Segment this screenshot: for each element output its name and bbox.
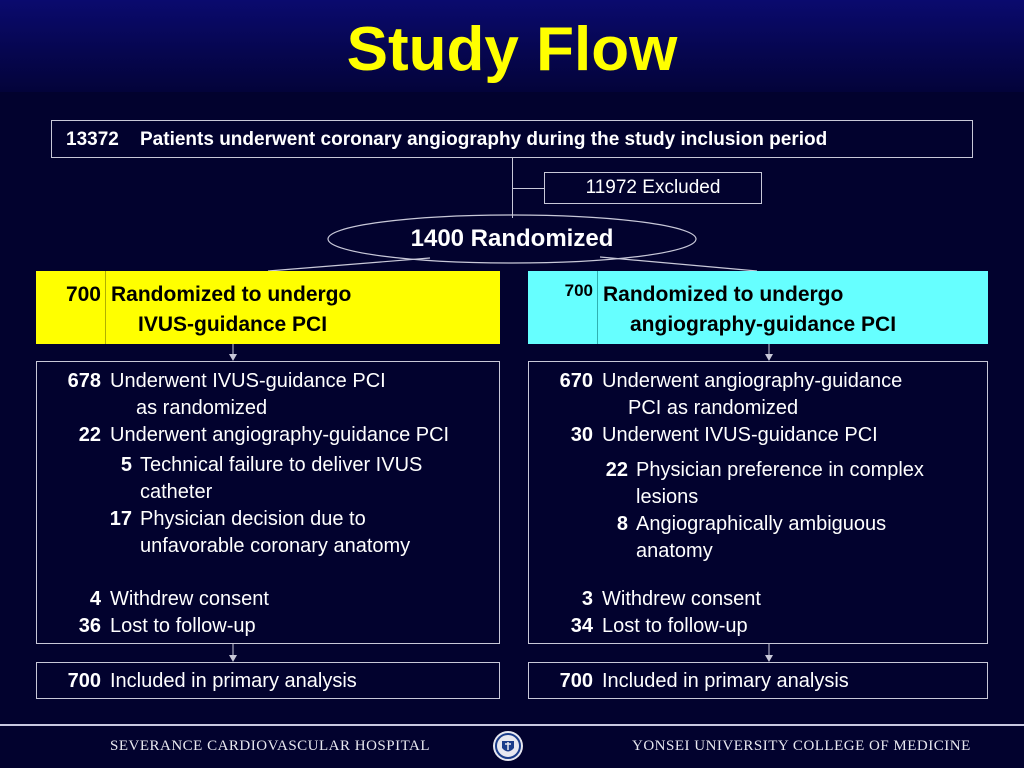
angio-withdrew-text: Withdrew consent bbox=[602, 588, 761, 610]
footer-right-text: YONSEI UNIVERSITY COLLEGE OF MEDICINE bbox=[632, 738, 971, 754]
ivus-lost-count: 36 bbox=[78, 615, 101, 637]
ivus-arm-divider bbox=[105, 271, 106, 344]
footer-divider bbox=[0, 724, 1024, 726]
angio-lost-text: Lost to follow-up bbox=[602, 615, 748, 637]
angio-analysis-text: Included in primary analysis bbox=[602, 670, 849, 692]
university-seal-icon bbox=[493, 731, 523, 761]
angio-arm-line1: Randomized to undergo bbox=[603, 283, 844, 306]
page-title: Study Flow bbox=[346, 15, 678, 84]
ivus-arm-box bbox=[36, 271, 500, 344]
ivus-lost-text: Lost to follow-up bbox=[110, 615, 256, 637]
angio-a-line1: Underwent angiography-guidance bbox=[602, 370, 903, 392]
angio-b-line1: Underwent IVUS-guidance PCI bbox=[602, 424, 878, 446]
screened-text: Patients underwent coronary angiography … bbox=[140, 129, 828, 150]
angio-analysis-count: 700 bbox=[559, 670, 593, 692]
ivus-b-line1: Underwent angiography-guidance PCI bbox=[110, 424, 450, 446]
angio-sub1-line1: Physician preference in complex bbox=[636, 459, 924, 481]
angio-withdrew-count: 3 bbox=[581, 588, 593, 610]
ivus-sub1-line1: Technical failure to deliver IVUS bbox=[140, 454, 423, 476]
angio-a-line2: PCI as randomized bbox=[628, 397, 799, 419]
angio-sub2-count: 8 bbox=[616, 513, 628, 535]
randomized-text: 1400 Randomized bbox=[410, 225, 614, 252]
title-banner bbox=[0, 0, 1024, 92]
ivus-allocation-box bbox=[36, 361, 500, 644]
ivus-sub1-count: 5 bbox=[120, 454, 132, 476]
screened-box bbox=[51, 120, 973, 158]
ivus-sub2-line2: unfavorable coronary anatomy bbox=[140, 535, 411, 557]
excluded-box bbox=[544, 172, 762, 204]
ivus-analysis-text: Included in primary analysis bbox=[110, 670, 357, 692]
ivus-arm-line1: Randomized to undergo bbox=[111, 283, 352, 306]
angio-sub2-line1: Angiographically ambiguous bbox=[636, 513, 887, 535]
angio-sub1-line2: lesions bbox=[636, 486, 699, 508]
ivus-analysis-count: 700 bbox=[67, 670, 101, 692]
angio-allocation-box bbox=[528, 361, 988, 644]
angio-a-count: 670 bbox=[559, 370, 593, 392]
angio-arm-divider bbox=[597, 271, 598, 344]
connector-excluded-branch bbox=[512, 188, 544, 189]
angio-sub1-count: 22 bbox=[605, 459, 628, 481]
ivus-a-line2: as randomized bbox=[136, 397, 268, 419]
ivus-a-count: 678 bbox=[67, 370, 101, 392]
ivus-withdrew-count: 4 bbox=[89, 588, 101, 610]
angio-arm-count: 700 bbox=[564, 281, 593, 300]
excluded-text: 11972 Excluded bbox=[585, 177, 721, 198]
ivus-arm-line2: IVUS-guidance PCI bbox=[138, 313, 328, 336]
angio-lost-count: 34 bbox=[570, 615, 593, 637]
screened-count: 13372 bbox=[66, 129, 119, 150]
ivus-a-line1: Underwent IVUS-guidance PCI bbox=[110, 370, 386, 392]
angio-sub2-line2: anatomy bbox=[636, 540, 713, 562]
angio-analysis-box bbox=[528, 662, 988, 699]
ivus-arm-count: 700 bbox=[65, 283, 101, 306]
angio-arm-box bbox=[528, 271, 988, 344]
angio-arm-line2: angiography-guidance PCI bbox=[630, 313, 897, 336]
angio-b-count: 30 bbox=[570, 424, 593, 446]
ivus-withdrew-text: Withdrew consent bbox=[110, 588, 269, 610]
ivus-analysis-box bbox=[36, 662, 500, 699]
ivus-sub2-count: 17 bbox=[109, 508, 132, 530]
footer-left-text: SEVERANCE CARDIOVASCULAR HOSPITAL bbox=[110, 738, 431, 754]
ivus-b-count: 22 bbox=[78, 424, 101, 446]
ivus-sub1-line2: catheter bbox=[140, 481, 213, 503]
ivus-sub2-line1: Physician decision due to bbox=[140, 508, 366, 530]
